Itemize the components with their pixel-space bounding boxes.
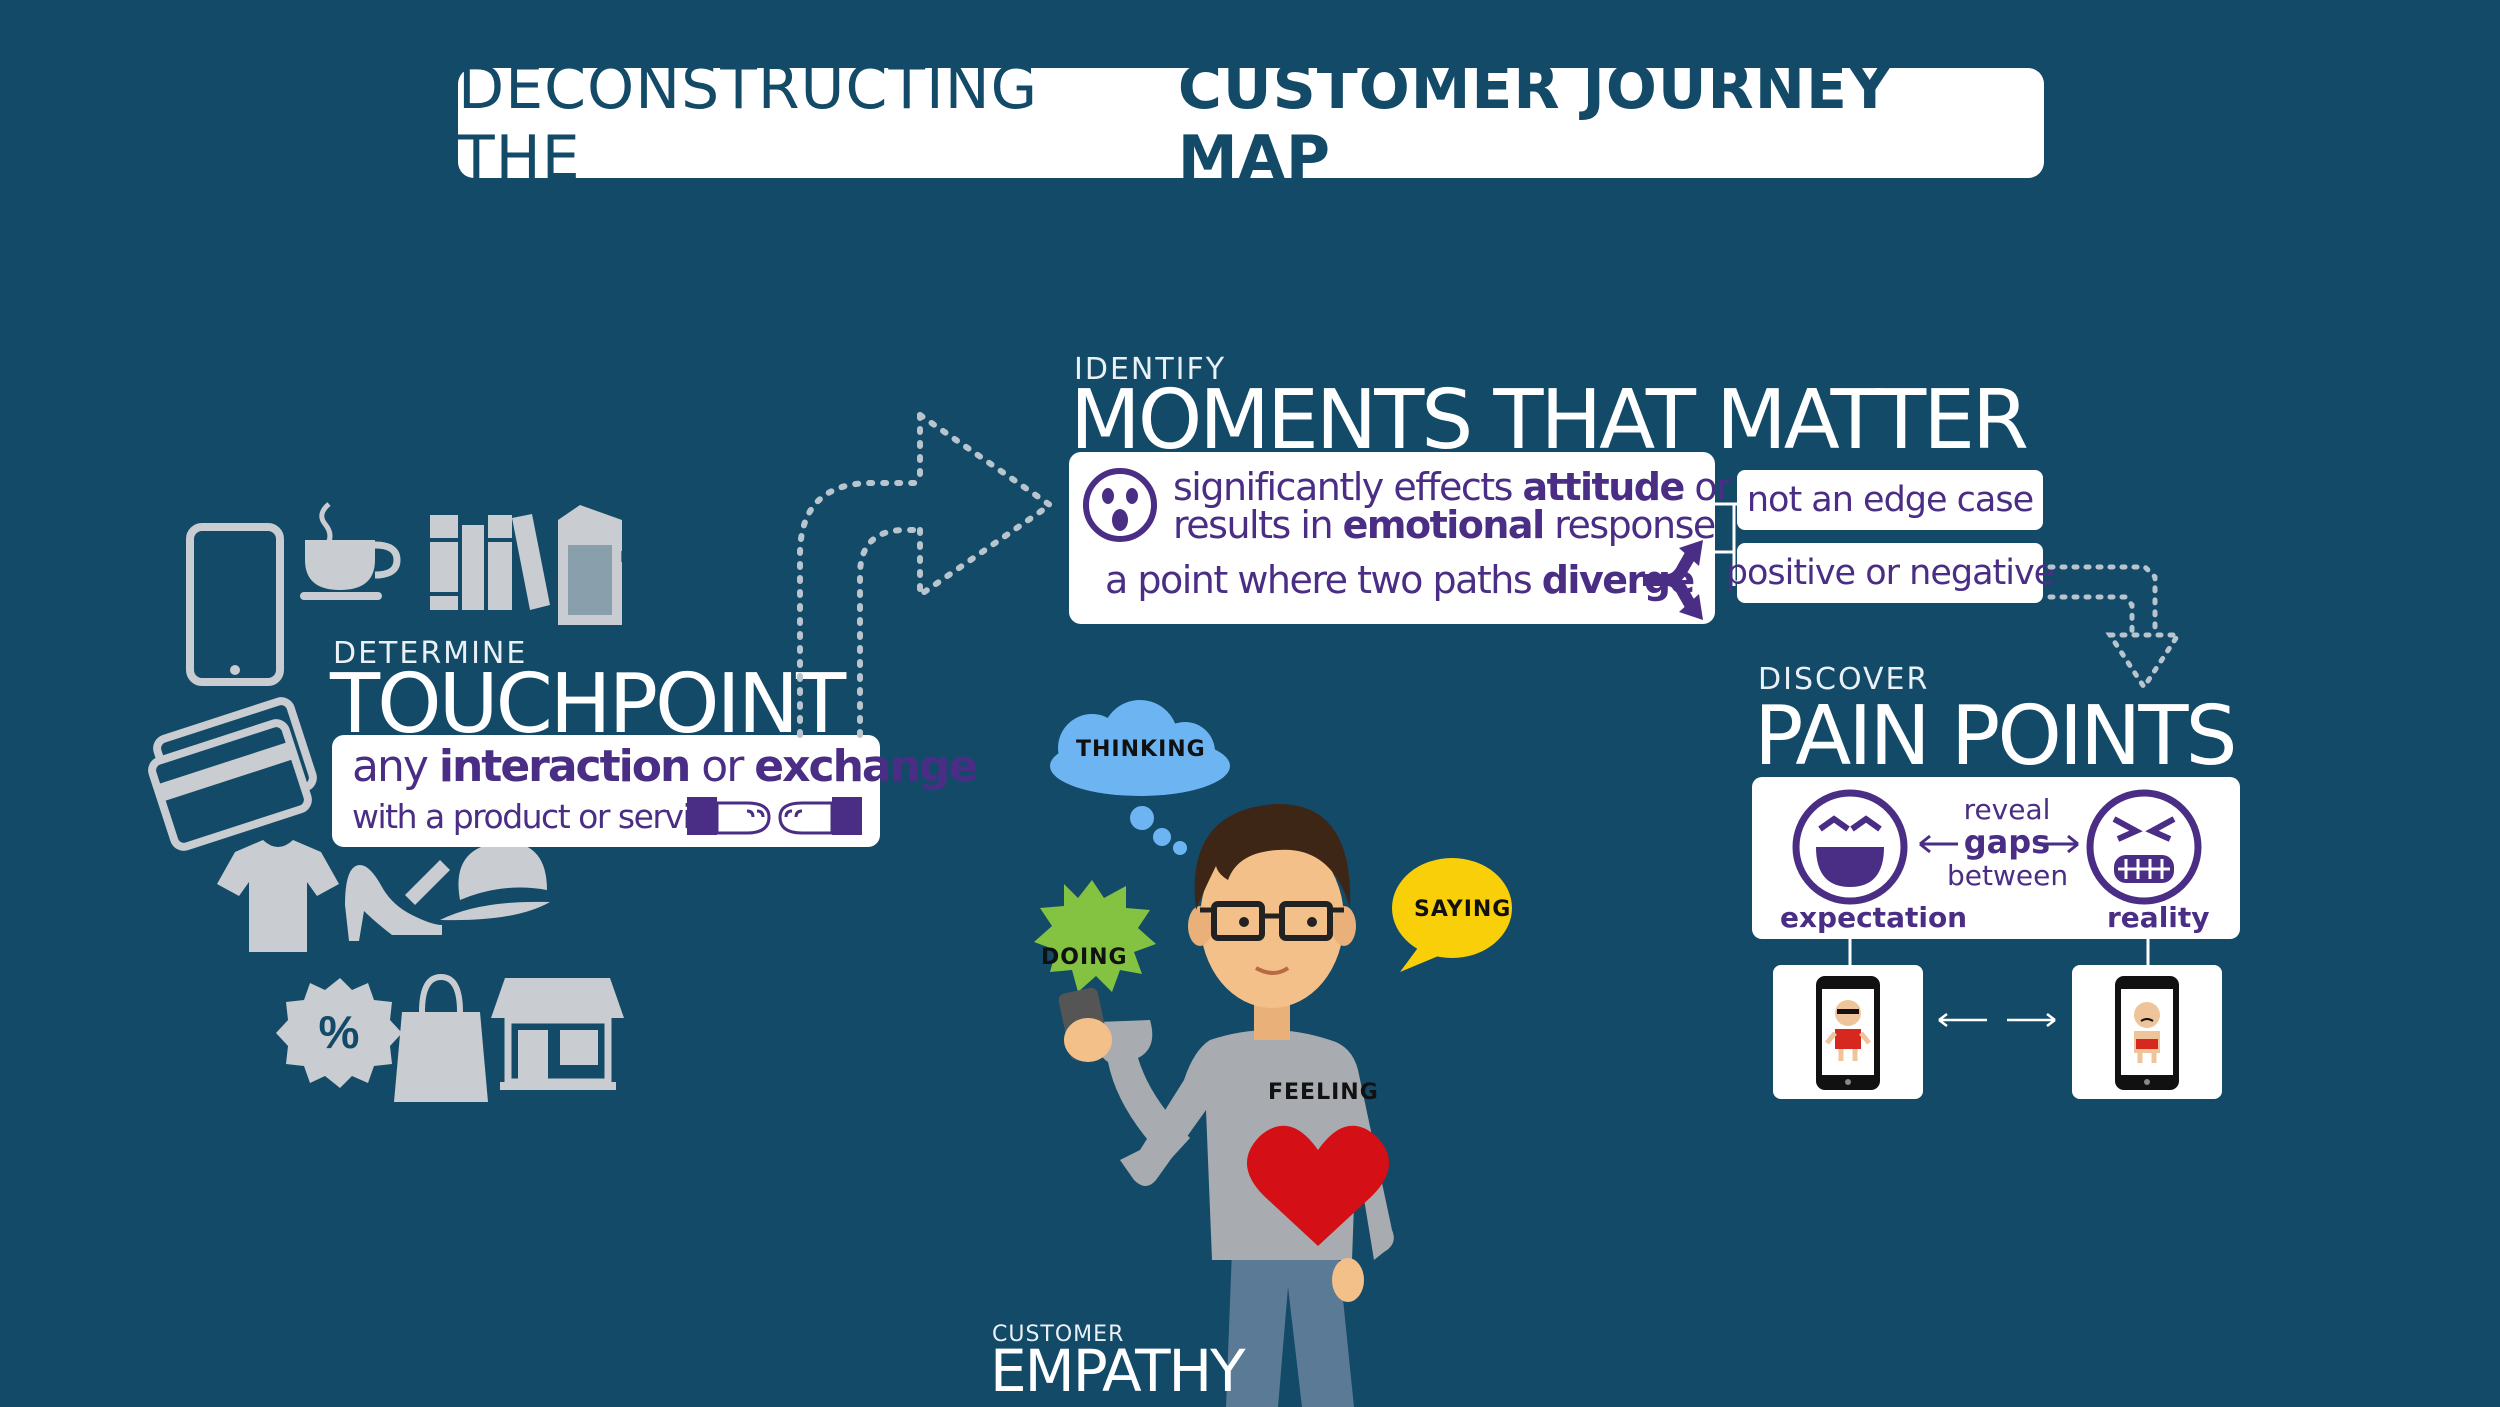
moments-line1: significantly effects attitude or [1173, 465, 1732, 509]
title-part1: DECONSTRUCTING THE [458, 53, 1039, 193]
handshake-fist-bump-icon [687, 797, 862, 835]
touchpoint-definition-box: any interaction or exchange with a produ… [332, 735, 978, 847]
reality-phone-card [2072, 965, 2222, 1099]
storefront-icon [491, 978, 624, 1090]
moments-line3: a point where two paths diverge [1105, 558, 1695, 602]
touchpoint-kicker: DETERMINE [333, 636, 528, 671]
expectation-phone-card [1773, 965, 1923, 1099]
dotted-arrow-to-moments [797, 412, 1056, 738]
phone-card-connectors [1848, 937, 2150, 965]
pain-points-box: reveal gaps between expectation reality [1752, 777, 2240, 939]
empathy-kicker: CUSTOMER [992, 1322, 1125, 1347]
shopping-bag-icon [394, 973, 488, 1102]
diverging-paths-icon [1643, 540, 1703, 620]
title-part2: CUSTOMER JOURNEY MAP [1177, 53, 1893, 193]
tshirt-icon [217, 840, 339, 952]
touchpoint-line1: any interaction or exchange [352, 741, 978, 792]
moments-heading: MOMENTS THAT MATTER [1070, 373, 2029, 468]
high-heel-icon [345, 860, 450, 941]
dotted-arrow-to-pain-points [2047, 564, 2183, 692]
side-box-not-edge-case: not an edge case [1737, 470, 2043, 530]
touchpoint-heading: TOUCHPOINT [330, 657, 846, 752]
saying-speech-bubble-icon [1392, 858, 1512, 972]
phone-happy-baby-icon [1816, 976, 1880, 1090]
empathy-heading: EMPATHY [990, 1337, 1246, 1405]
touchpoint-line2: with a product or service [352, 797, 727, 836]
expectation-reality-arrows [1935, 1010, 2059, 1030]
moments-definition-box: significantly effects attitude or result… [1069, 452, 1732, 624]
moments-line2: results in emotional response [1173, 503, 1716, 547]
credit-cards-icon [148, 697, 317, 851]
pain-heading: PAIN POINTS [1754, 689, 2238, 784]
moments-kicker: IDENTIFY [1074, 352, 1227, 387]
discount-badge-icon: % [276, 978, 402, 1088]
pain-kicker: DISCOVER [1758, 662, 1930, 697]
books-icon [430, 514, 550, 610]
doing-starburst-icon [1034, 880, 1156, 992]
feeling-heart-icon [1246, 1125, 1390, 1246]
pain-reveal-text: reveal [1963, 793, 2051, 826]
cap-icon [440, 842, 550, 921]
menu-card-icon [558, 505, 622, 625]
saying-label: SAYING [1414, 897, 1512, 922]
pain-between-text: between [1947, 859, 2069, 892]
svg-text:%: % [319, 1006, 360, 1058]
title-banner: DECONSTRUCTING THE CUSTOMER JOURNEY MAP [458, 53, 2044, 193]
thinking-cloud-icon [1050, 700, 1230, 855]
doing-label: DOING [1041, 945, 1128, 970]
thinking-label: THINKING [1076, 737, 1206, 762]
reality-label: reality [2107, 901, 2210, 934]
gap-arrows-icon [1919, 834, 2079, 854]
coffee-cup-icon [300, 502, 401, 600]
angry-face-icon [2086, 789, 2202, 905]
happy-face-icon [1792, 789, 1908, 905]
customer-character-illustration [1034, 700, 1512, 1407]
touchpoint-icons: % [148, 502, 624, 1102]
expectation-label: expectation [1780, 901, 1968, 934]
menu-label: MENU [620, 548, 670, 566]
smartphone-icon [186, 523, 284, 686]
pain-gaps-text: gaps [1963, 823, 2051, 861]
side-box-positive-negative: positive or negative [1726, 543, 2055, 603]
moments-side-connector [1712, 502, 1760, 586]
feeling-label: FEELING [1268, 1080, 1379, 1105]
surprised-face-icon [1083, 468, 1157, 542]
phone-sad-baby-icon [2115, 976, 2179, 1090]
